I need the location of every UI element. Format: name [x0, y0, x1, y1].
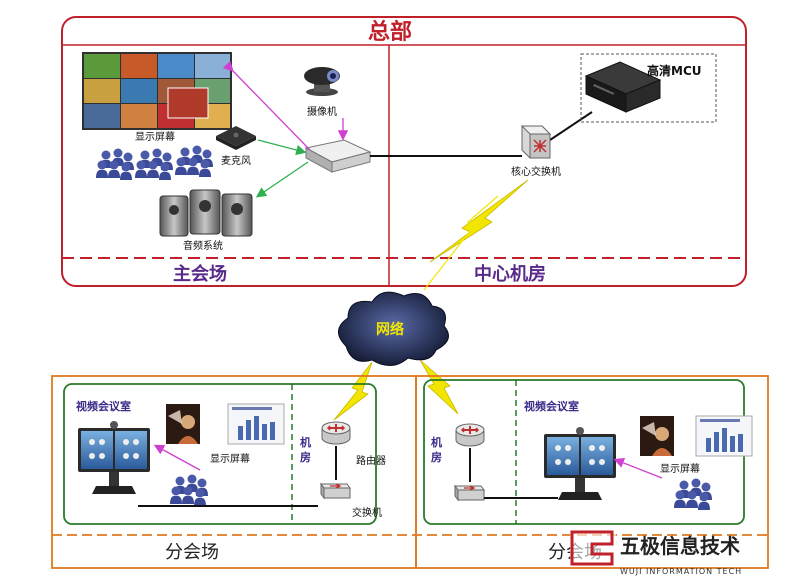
- switch-label: 交换机: [352, 506, 382, 519]
- arrow-codec-to-audio: [255, 161, 309, 198]
- arrow-left-crowd-to-monitor: [153, 444, 201, 471]
- network-cloud-icon: [338, 291, 449, 366]
- mcu-label: 高清MCU: [647, 63, 702, 78]
- hq-title: 总部: [368, 19, 412, 45]
- arrow-mic-to-codec: [257, 139, 307, 156]
- hq-frame: [61, 16, 747, 287]
- branch-left-machine-room-label-1: 机: [300, 435, 311, 449]
- link-core-switch-mcu: [549, 111, 593, 141]
- camera-label: 摄像机: [307, 105, 337, 118]
- microphone-label: 麦克风: [221, 155, 251, 167]
- arrow-codec-to-screen: [222, 60, 311, 151]
- audio-system-icon: [159, 189, 253, 237]
- branch-right-display-label: 显示屏幕: [660, 462, 700, 475]
- lightning-cloud-to-left: [333, 361, 373, 421]
- display-screen-label: 显示屏幕: [135, 130, 175, 143]
- center-room-label: 中心机房: [474, 263, 546, 285]
- camera-icon: [304, 67, 340, 96]
- branch-left-title: 分会场: [165, 542, 219, 563]
- branch-left-display-label: 显示屏幕: [210, 452, 250, 465]
- router-label: 路由器: [356, 454, 386, 467]
- wuji-logo-icon: [570, 530, 614, 566]
- branch-right-machine-room-label-1: 机: [431, 435, 442, 449]
- participants-icon-3: [175, 146, 213, 178]
- arrow-right-crowd-to-monitor: [613, 457, 663, 479]
- participants-icon-1: [96, 149, 134, 181]
- dual-monitor-icon-left: [78, 421, 150, 494]
- watermark-sub: WUJI INFORMATION TECH: [620, 567, 742, 576]
- main-venue-label: 主会场: [173, 263, 227, 285]
- microphone-icon: [216, 126, 256, 150]
- mcu-dashed-box: [580, 53, 717, 123]
- branch-left-machine-room-label-2: 房: [300, 450, 311, 464]
- watermark: 五极信息技术 WUJI INFORMATION TECH: [570, 528, 742, 576]
- dual-monitor-icon-right: [544, 427, 616, 500]
- slide-icon-left: [227, 403, 285, 445]
- branch-left-room-frame: [63, 383, 377, 525]
- branch-right-machine-room-label-2: 房: [431, 450, 442, 464]
- audio-system-label: 音频系统: [183, 239, 223, 252]
- switch-icon-left: [320, 483, 351, 499]
- watermark-main: 五极信息技术: [620, 534, 740, 558]
- lightning-core-to-cloud-trail: [423, 195, 499, 291]
- branch-right-frame: [415, 375, 769, 569]
- mcu-icon: [584, 61, 662, 113]
- participants-icon-left: [170, 475, 208, 507]
- video-wall-icon: [82, 52, 232, 130]
- lightning-core-to-cloud: [429, 179, 529, 263]
- router-icon-right: [455, 423, 485, 447]
- participants-icon-right: [674, 479, 712, 511]
- photo-icon-left: [166, 404, 200, 444]
- core-switch-label: 核心交换机: [511, 165, 561, 178]
- router-icon-left: [321, 421, 351, 445]
- participants-icon-2: [135, 149, 173, 181]
- slide-icon-right: [695, 415, 753, 457]
- branch-right-meeting-room-label: 视频会议室: [524, 399, 579, 413]
- lightning-cloud-to-right: [419, 359, 459, 415]
- photo-icon-right: [640, 416, 674, 456]
- codec-box-icon: [304, 139, 372, 173]
- switch-icon-right: [454, 485, 485, 501]
- core-switch-icon: [520, 125, 552, 159]
- branch-left-meeting-room-label: 视频会议室: [76, 399, 131, 413]
- network-label: 网络: [376, 321, 404, 338]
